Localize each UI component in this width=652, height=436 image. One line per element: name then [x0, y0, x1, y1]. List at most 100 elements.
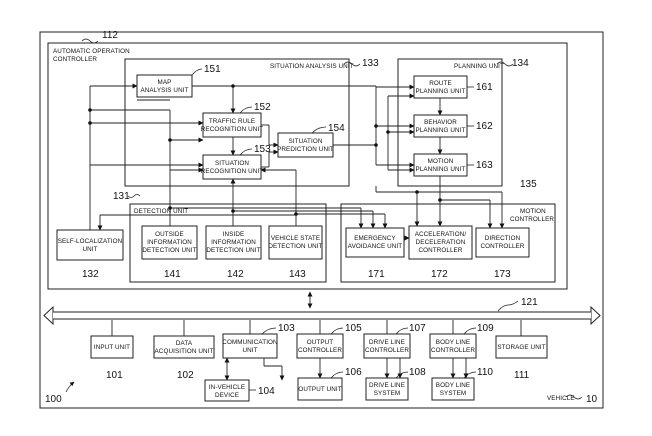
acceleration-deceleration-controller: ACCELERATION/ DECELERATION CONTROLLER: [408, 225, 473, 260]
data-label-2: ACQUISITION UNIT: [155, 348, 214, 355]
controller-leader: [81, 38, 99, 44]
situation-prediction-unit: SITUATION PREDICTION UNIT: [277, 132, 334, 158]
detection-ref: 131: [113, 191, 130, 202]
outctrl-label-2: CONTROLLER: [298, 347, 342, 354]
bus-connections: [111, 320, 522, 336]
input-ref: 101: [106, 370, 123, 381]
comm-ref: 103: [278, 323, 295, 334]
communication-bus: [43, 305, 601, 326]
situation-leader: [343, 61, 361, 67]
recognition-leader: [239, 148, 253, 156]
motion-ref: 135: [520, 179, 537, 190]
bodyctrl-leader: [463, 327, 477, 335]
planning-frame-label: PLANNING UNIT: [454, 63, 504, 70]
prediction-leader: [311, 126, 327, 134]
vehstate-label-1: VEHICLE STATE: [271, 235, 320, 242]
route-ref: 161: [476, 82, 493, 93]
drive-line-controller: DRIVE LINE CONTROLLER: [363, 333, 411, 359]
drivectrl-label-1: DRIVE LINE: [369, 339, 405, 346]
emergency-ref: 171: [368, 269, 385, 280]
traffic-label-1: TRAFFIC RULE: [209, 118, 255, 125]
prediction-label-2: PREDICTION UNIT: [277, 146, 334, 153]
accel-label-2: DECELERATION: [416, 239, 466, 246]
behavior-label-2: PLANNING UNIT: [416, 127, 466, 134]
drivectrl-leader: [395, 327, 409, 335]
invehicle-label-2: DEVICE: [215, 392, 239, 399]
recognition-ref: 153: [254, 144, 271, 155]
comm-label-1: COMMUNICATION: [222, 339, 278, 346]
controller-ref: 112: [102, 30, 118, 41]
outunit-leader: [330, 371, 344, 379]
inside-ref: 142: [227, 269, 244, 280]
recognition-label-2: RECOGNITION UNIT: [201, 168, 264, 175]
controller-frame-label-1: AUTOMATIC OPERATION: [53, 48, 130, 55]
traffic-ref: 152: [254, 102, 271, 113]
input-label-1: INPUT UNIT: [94, 344, 130, 351]
bodyctrl-label-1: BODY LINE: [436, 339, 470, 346]
motionplan-ref: 163: [476, 160, 493, 171]
drivectrl-ref: 107: [409, 323, 426, 334]
planning-unit-frame: [397, 58, 503, 187]
traffic-rule-recognition-unit: TRAFFIC RULE RECOGNITION UNIT: [201, 112, 264, 138]
direction-label-2: CONTROLLER: [480, 243, 524, 250]
drivesys-ref: 108: [409, 367, 426, 378]
outunit-label-1: OUTPUT UNIT: [298, 386, 341, 393]
situation-ref: 133: [362, 58, 379, 69]
behavior-planning-unit: BEHAVIOR PLANNING UNIT: [413, 114, 468, 138]
input-unit: INPUT UNIT: [90, 335, 134, 359]
emergency-label-1: EMERGENCY: [354, 235, 396, 242]
drivesys-label-1: DRIVE LINE: [369, 382, 405, 389]
situation-analysis-unit-frame: [124, 58, 350, 187]
inside-information-detection-unit: INSIDE INFORMATION DETECTION UNIT: [205, 225, 262, 260]
body-line-system: BODY LINE SYSTEM: [431, 377, 475, 401]
outside-label-2: INFORMATION: [147, 239, 192, 246]
motionplan-label-1: MOTION: [428, 158, 454, 165]
invehicle-label-1: IN-VEHICLE: [209, 384, 245, 391]
map-label-1: MAP: [158, 79, 172, 86]
outside-information-detection-unit: OUTSIDE INFORMATION DETECTION UNIT: [141, 225, 198, 260]
motion-controller-frame: [340, 203, 556, 283]
inside-label-1: INSIDE: [223, 231, 245, 238]
vehicle-leader: [565, 394, 583, 400]
automatic-operation-controller-frame: [47, 42, 568, 290]
invehicle-ref: 104: [258, 386, 275, 397]
bodyctrl-label-2: CONTROLLER: [431, 347, 475, 354]
lower-connections: [224, 357, 469, 381]
output-unit: OUTPUT UNIT: [297, 377, 343, 401]
situation-frame-label: SITUATION ANALYSIS UNIT: [270, 63, 354, 70]
storage-label-1: STORAGE UNIT: [497, 344, 545, 351]
planning-leader: [496, 61, 514, 67]
drivesys-leader: [395, 371, 409, 379]
prediction-ref: 154: [328, 123, 345, 134]
comm-leader: [261, 327, 277, 335]
route-planning-unit: ROUTE PLANNING UNIT: [413, 75, 468, 99]
outunit-ref: 106: [345, 367, 362, 378]
traffic-label-2: RECOGNITION UNIT: [201, 126, 264, 133]
bodyctrl-ref: 109: [477, 323, 494, 334]
system-leader: [65, 381, 75, 393]
bus-ref: 121: [521, 297, 538, 308]
vehstate-label-2: DETECTION UNIT: [268, 243, 322, 250]
situation-planning-connections: [89, 83, 443, 230]
self-localization-unit: SELF-LOCALIZATION UNIT: [56, 229, 124, 261]
bus-leader: [497, 300, 519, 312]
bodysys-label-1: BODY LINE: [436, 382, 470, 389]
drivectrl-label-2: CONTROLLER: [365, 347, 409, 354]
route-label-1: ROUTE: [429, 80, 452, 87]
selfloc-ref: 132: [82, 269, 99, 280]
vehstate-ref: 143: [289, 269, 306, 280]
map-leader: [191, 68, 203, 76]
map-ref: 151: [204, 64, 221, 75]
in-vehicle-device: IN-VEHICLE DEVICE: [204, 379, 250, 402]
system-ref: 100: [45, 394, 62, 405]
data-acquisition-unit: DATA ACQUISITION UNIT: [153, 335, 215, 359]
data-label-1: DATA: [176, 340, 193, 347]
detection-connections: [90, 99, 505, 241]
accel-ref: 172: [431, 269, 448, 280]
accel-label-3: CONTROLLER: [418, 247, 462, 254]
selfloc-label-1: SELF-LOCALIZATION: [58, 238, 123, 245]
inside-label-3: DETECTION UNIT: [206, 247, 260, 254]
outctrl-leader: [330, 327, 344, 335]
outside-label-1: OUTSIDE: [155, 231, 184, 238]
